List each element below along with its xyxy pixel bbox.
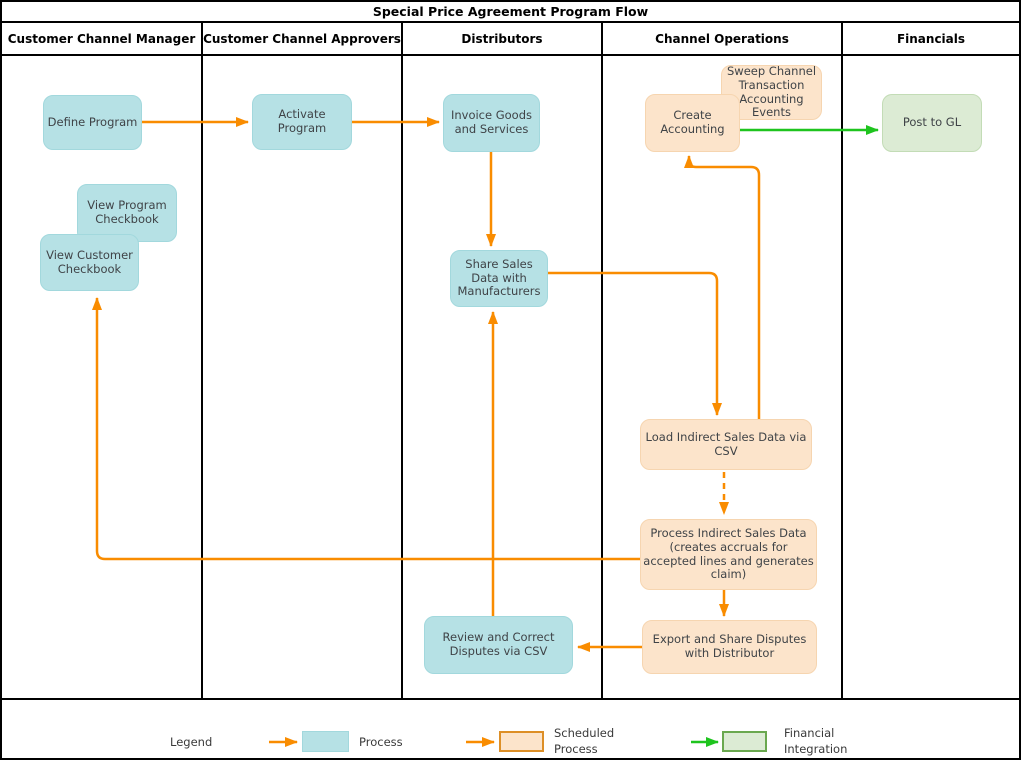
legend-process-label: Process [359,735,403,749]
lane-header-customer-channel-approvers: Customer Channel Approvers [203,31,401,46]
legend-financial-swatch [722,731,767,752]
title-divider [2,21,1019,23]
arrow-process-indirect-to-view-customer-checkbook [92,297,640,561]
node-create-accounting: Create Accounting [645,94,740,152]
node-process-indirect-sales-data: Process Indirect Sales Data (creates acc… [640,519,817,590]
body-bottom-divider [2,698,1019,700]
legend-title: Legend [170,735,213,749]
node-activate-program: Activate Program [252,94,352,150]
node-sweep-channel-transaction-accounting-events: Sweep Channel Transaction Accounting Eve… [721,64,822,120]
legend-process-swatch [302,731,349,752]
node-define-program: Define Program [43,95,142,150]
node-view-program-checkbook: View Program Checkbook [77,184,177,242]
lane-divider [601,21,603,698]
node-post-to-gl: Post to GL [882,94,982,152]
legend-financial-label: Financial Integration [784,726,848,756]
legend-scheduled-label: Scheduled Process [554,726,615,756]
legend-scheduled-swatch [499,731,544,752]
lane-header-distributors: Distributors [461,31,543,46]
header-divider [2,54,1019,56]
arrow-share-sales-to-load-indirect [548,271,722,416]
lane-header-channel-operations: Channel Operations [655,31,789,46]
node-share-sales-data-with-manufacturers: Share Sales Data with Manufacturers [450,250,548,307]
lane-header-financials: Financials [896,31,966,46]
diagram-title: Special Price Agreement Program Flow [372,4,649,19]
lane-header-customer-channel-manager: Customer Channel Manager [7,31,196,46]
arrow-load-indirect-to-create-accounting [684,155,761,419]
lane-divider [201,21,203,698]
node-export-and-share-disputes: Export and Share Disputes with Distribut… [642,620,817,674]
node-load-indirect-sales-data-via-csv: Load Indirect Sales Data via CSV [640,419,812,470]
node-view-customer-checkbook: View Customer Checkbook [40,234,139,291]
lane-divider [401,21,403,698]
node-invoice-goods-and-services: Invoice Goods and Services [443,94,540,152]
lane-divider [841,21,843,698]
node-review-and-correct-disputes: Review and Correct Disputes via CSV [424,616,573,674]
